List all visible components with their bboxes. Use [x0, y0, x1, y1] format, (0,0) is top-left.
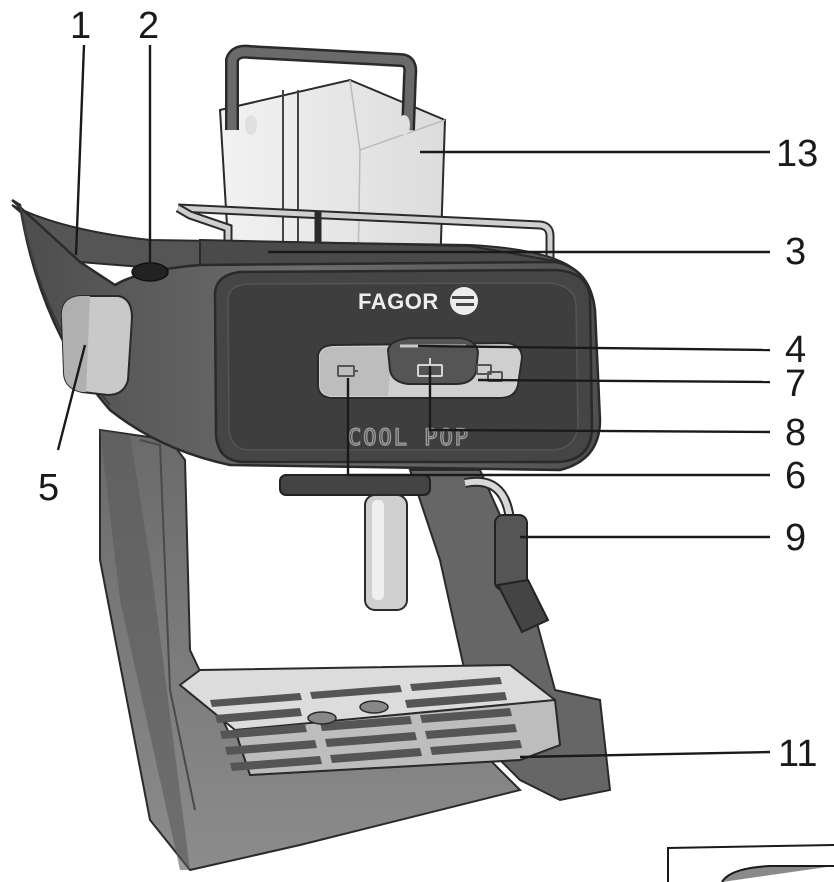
indicator-light [131, 262, 169, 282]
label-7: 7 [785, 363, 806, 405]
selector-panel [317, 337, 524, 399]
label-8: 8 [785, 412, 806, 454]
drip-tray-grid [210, 677, 522, 771]
water-tank [218, 44, 447, 277]
brew-spout [279, 474, 431, 611]
steam-wand [464, 476, 550, 634]
control-knob [60, 295, 134, 397]
callout-numbers: 1 2 13 3 4 7 8 6 9 5 11 [38, 5, 818, 775]
label-13: 13 [776, 133, 818, 175]
label-6: 6 [785, 455, 806, 497]
drip-tray [178, 663, 562, 777]
label-5: 5 [38, 467, 59, 509]
label-3: 3 [785, 231, 806, 273]
label-1: 1 [70, 5, 91, 47]
fagor-logo: FAGOR [358, 287, 478, 315]
label-9: 9 [785, 517, 806, 559]
leader-lines [56, 44, 771, 759]
single-cup-icon [337, 365, 358, 377]
label-11: 11 [778, 733, 817, 775]
accessory-box [667, 844, 834, 882]
label-2: 2 [138, 5, 159, 47]
svg-text:FAGOR: FAGOR [358, 289, 439, 314]
label-4: 4 [785, 329, 806, 371]
